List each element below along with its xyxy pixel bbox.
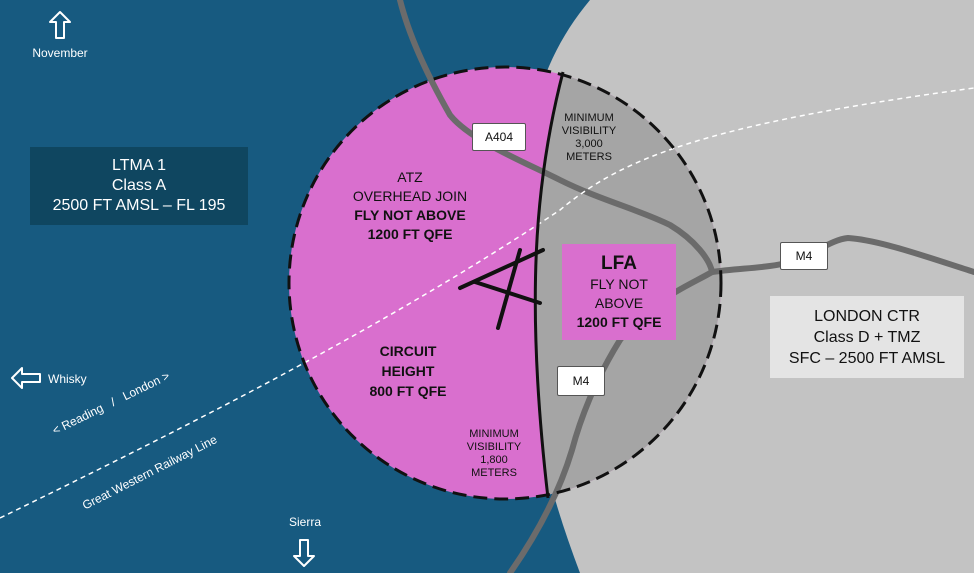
west-arrow-icon <box>11 367 41 389</box>
visibility-north-label: MINIMUM VISIBILITY 3,000 METERS <box>551 112 627 164</box>
south-arrow-icon <box>293 539 315 567</box>
visibility-south-label: MINIMUM VISIBILITY 1,800 METERS <box>456 428 532 480</box>
vis-south-value: 1,800 <box>480 454 508 466</box>
circuit-line1: CIRCUIT <box>379 343 437 359</box>
south-label: Sierra <box>288 515 321 529</box>
atz-join: OVERHEAD JOIN <box>352 188 468 204</box>
circuit-line2: HEIGHT <box>381 363 435 379</box>
ltma-class: Class A <box>111 177 167 194</box>
lfa-title: LFA <box>601 253 637 274</box>
atz-boundary <box>287 65 723 501</box>
road-label-m4-south: M4 <box>557 366 605 396</box>
vis-south-unit: METERS <box>471 467 517 479</box>
ctr-class: Class D + TMZ <box>813 328 921 346</box>
atz-title: ATZ <box>397 169 423 185</box>
ctr-name: LONDON CTR <box>814 307 920 325</box>
runway-symbol <box>458 248 545 330</box>
road-label-m4-east: M4 <box>780 242 828 270</box>
west-label: Whisky <box>48 372 87 386</box>
road-a404-m4 <box>397 0 974 275</box>
circuit-height: 800 FT QFE <box>369 383 447 399</box>
ltma-limits: 2500 FT AMSL – FL 195 <box>52 197 226 214</box>
vis-north-line1: MINIMUM <box>564 112 614 124</box>
road-label-a404: A404 <box>472 123 526 151</box>
vis-north-value: 3,000 <box>575 138 603 150</box>
ltma-name: LTMA 1 <box>112 157 166 174</box>
vis-south-line2: VISIBILITY <box>466 441 522 453</box>
atz-limit-text: FLY NOT ABOVE <box>354 207 466 223</box>
vis-north-line2: VISIBILITY <box>561 125 617 137</box>
ltma-info-box: LTMA 1 Class A 2500 FT AMSL – FL 195 <box>30 147 248 225</box>
atz-label: ATZ OVERHEAD JOIN FLY NOT ABOVE 1200 FT … <box>330 168 490 244</box>
vis-north-unit: METERS <box>566 151 612 163</box>
lfa-line1: FLY NOT <box>590 276 648 292</box>
north-label: November <box>32 46 88 60</box>
lfa-line2: ABOVE <box>594 295 644 311</box>
lfa-limit: 1200 FT QFE <box>576 314 662 330</box>
lfa-info-box: LFA FLY NOT ABOVE 1200 FT QFE <box>562 244 676 340</box>
ctr-limits: SFC – 2500 FT AMSL <box>788 349 946 367</box>
vis-south-line1: MINIMUM <box>469 428 519 440</box>
london-ctr-info-box: LONDON CTR Class D + TMZ SFC – 2500 FT A… <box>770 296 964 378</box>
north-arrow-icon <box>49 11 71 39</box>
atz-limit-value: 1200 FT QFE <box>367 226 453 242</box>
circuit-label: CIRCUIT HEIGHT 800 FT QFE <box>348 341 468 401</box>
